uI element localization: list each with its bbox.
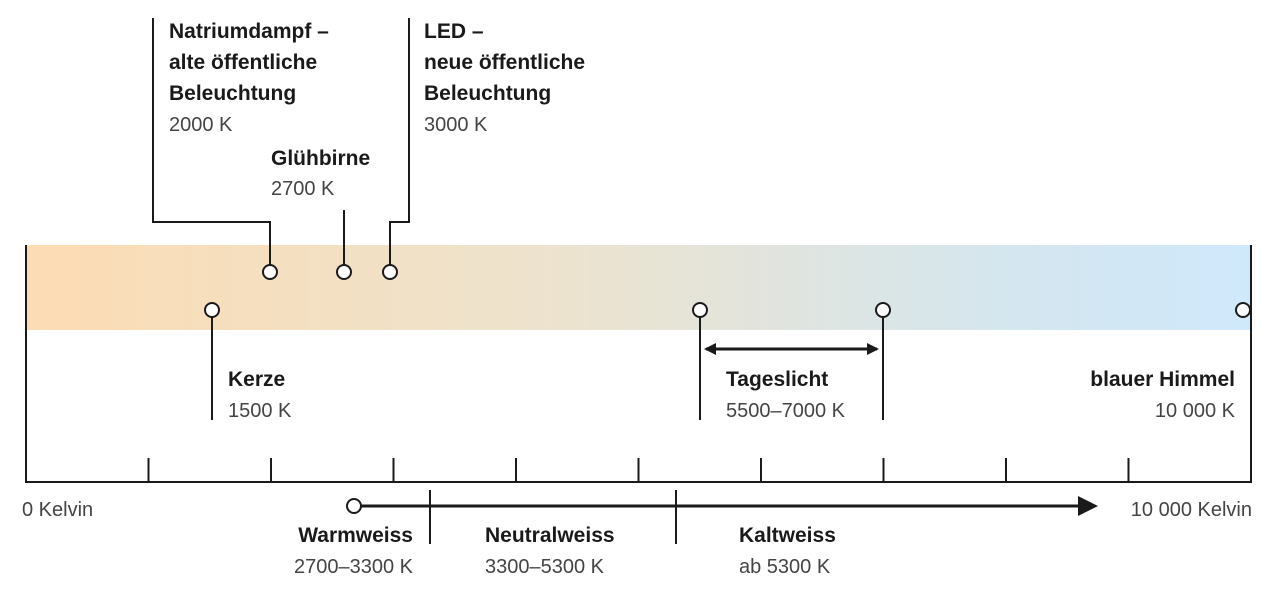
- label-natriumdampf-line2: alte öffentliche: [169, 51, 317, 74]
- value-himmel: 10 000 K: [1155, 400, 1236, 422]
- axis-min-label: 0 Kelvin: [22, 499, 93, 521]
- label-neutralweiss: Neutralweiss: [485, 524, 615, 547]
- label-tageslicht: Tageslicht: [726, 368, 828, 391]
- category-arrowhead: [1078, 496, 1098, 516]
- label-gluehbirne: Glühbirne: [271, 147, 370, 170]
- value-natriumdampf: 2000 K: [169, 114, 233, 136]
- marker-kerze: [204, 302, 220, 318]
- kelvin-axis: 0 Kelvin 10 000 Kelvin: [22, 245, 1252, 521]
- value-tageslicht: 5500–7000 K: [726, 400, 846, 422]
- marker-himmel: [1235, 302, 1251, 318]
- source-himmel: blauer Himmel 10 000 K: [1090, 302, 1251, 422]
- label-led-line2: neue öffentliche: [424, 51, 585, 74]
- value-kerze: 1500 K: [228, 400, 292, 422]
- axis-ticks: [147, 458, 1130, 482]
- marker-tageslicht-end: [875, 302, 891, 318]
- value-warmweiss: 2700–3300 K: [294, 556, 414, 578]
- label-warmweiss: Warmweiss: [298, 524, 413, 547]
- marker-led: [382, 264, 398, 280]
- marker-tageslicht-start: [692, 302, 708, 318]
- label-led-line3: Beleuchtung: [424, 82, 551, 105]
- label-kerze: Kerze: [228, 368, 285, 391]
- category-arrow-start-marker: [346, 498, 362, 514]
- label-himmel: blauer Himmel: [1090, 368, 1235, 391]
- value-gluehbirne: 2700 K: [271, 178, 335, 200]
- value-neutralweiss: 3300–5300 K: [485, 556, 605, 578]
- label-kaltweiss: Kaltweiss: [739, 524, 836, 547]
- value-led: 3000 K: [424, 114, 488, 136]
- source-led: LED – neue öffentliche Beleuchtung 3000 …: [382, 18, 585, 280]
- source-natriumdampf: Natriumdampf – alte öffentliche Beleucht…: [152, 18, 329, 280]
- value-kaltweiss: ab 5300 K: [739, 556, 831, 578]
- source-kerze: Kerze 1500 K: [204, 302, 292, 422]
- source-tageslicht: Tageslicht 5500–7000 K: [692, 302, 891, 422]
- marker-gluehbirne: [336, 264, 352, 280]
- label-natriumdampf-line1: Natriumdampf –: [169, 20, 329, 43]
- marker-natriumdampf: [262, 264, 278, 280]
- source-gluehbirne: Glühbirne 2700 K: [271, 147, 370, 280]
- kelvin-gradient-band: [26, 245, 1251, 330]
- label-led-line1: LED –: [424, 20, 484, 43]
- light-color-categories: Warmweiss 2700–3300 K Neutralweiss 3300–…: [294, 490, 1098, 578]
- axis-max-label: 10 000 Kelvin: [1131, 499, 1252, 521]
- label-natriumdampf-line3: Beleuchtung: [169, 82, 296, 105]
